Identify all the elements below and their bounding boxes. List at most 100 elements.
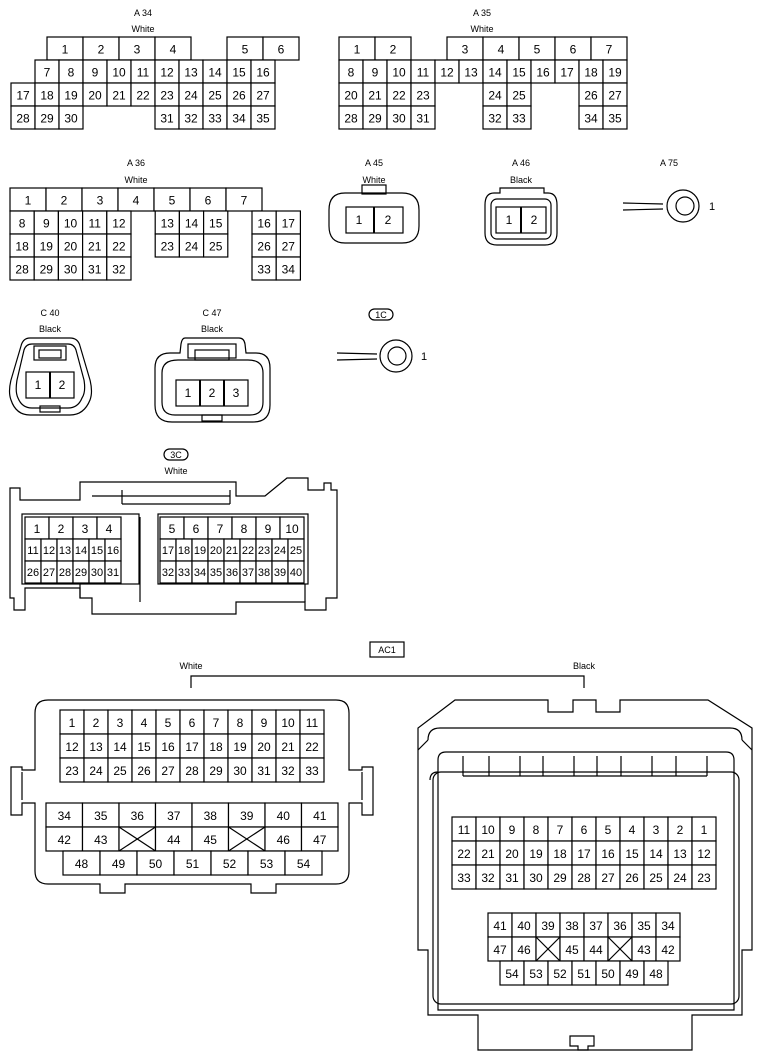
ac1-black-pin: 22 <box>457 847 471 861</box>
a34-pin: 26 <box>232 89 246 103</box>
a35-pin: 11 <box>417 66 430 80</box>
ac1-black-pin: 35 <box>637 919 651 933</box>
a75-code: A 75 <box>660 158 678 168</box>
a36-pin: 15 <box>209 217 223 231</box>
a35-pin: 18 <box>584 66 598 80</box>
ac1-white-cavity <box>275 757 301 783</box>
ac1-white-pin: 21 <box>281 740 295 754</box>
ac1-white-cavity <box>203 757 229 783</box>
a35-pin: 34 <box>584 112 598 126</box>
3c-pin: 11 <box>27 545 38 557</box>
ac1-white-pin: 15 <box>137 740 151 754</box>
3c-pin: 38 <box>258 567 270 579</box>
ac1-white-pin: 1 <box>69 716 76 730</box>
a34-pin: 18 <box>40 89 54 103</box>
ac1-black-pin: 19 <box>529 847 543 861</box>
a36-pin: 30 <box>64 263 78 277</box>
ac1-white-cavity <box>251 757 277 783</box>
c47-code: C 47 <box>202 308 221 318</box>
ac1-white-cavity <box>45 826 84 852</box>
a35-color: White <box>470 24 493 34</box>
ac1-black-pin: 15 <box>625 847 639 861</box>
ac1-black-pin: 1 <box>701 823 708 837</box>
ac1-white-housing <box>10 699 374 894</box>
a36-pin: 33 <box>257 263 271 277</box>
ac1-white-cavity <box>155 757 181 783</box>
ac1-black-cavity <box>691 864 717 890</box>
c40-code: C 40 <box>40 308 59 318</box>
3c-pin: 25 <box>290 545 302 557</box>
a35-pin: 10 <box>392 66 406 80</box>
a36-pin: 16 <box>257 217 271 231</box>
a34-cavity <box>250 105 276 130</box>
a35-pin: 15 <box>512 66 526 80</box>
1c-pin: 1 <box>421 351 427 363</box>
a34-pin: 17 <box>16 89 30 103</box>
3c-cavity <box>104 560 122 584</box>
3c-pin: 17 <box>162 545 174 557</box>
a36-pin: 20 <box>64 240 78 254</box>
ac1-black-pin: 11 <box>458 823 471 837</box>
3c-pin: 12 <box>43 545 55 557</box>
a36-pin: 12 <box>112 217 126 231</box>
a34-pin: 23 <box>160 89 174 103</box>
ac1-black-pin: 32 <box>481 871 495 885</box>
ac1-white-cavity <box>247 850 286 876</box>
a45-housing <box>328 192 420 244</box>
a34-pin: 6 <box>278 43 285 57</box>
ac1-white-cavity <box>131 757 157 783</box>
ac1-black-pin: 17 <box>577 847 591 861</box>
ac1-white-pin: 5 <box>165 716 172 730</box>
ac1-black-cavity <box>475 864 501 890</box>
ac1-white-pin: 2 <box>93 716 100 730</box>
3c-pin: 35 <box>210 567 222 579</box>
ac1-black-cavity <box>523 864 549 890</box>
ac1-white-cavity <box>191 826 230 852</box>
3c-pin: 4 <box>106 522 113 536</box>
ac1-black-pin: 2 <box>677 823 684 837</box>
ac1-white-cavity <box>275 709 301 735</box>
ac1-black-cavity <box>511 912 537 938</box>
ac1-white-pin: 47 <box>313 833 327 847</box>
a34-pin: 35 <box>256 112 270 126</box>
3c-housing <box>9 477 338 615</box>
ac1-white-pin: 20 <box>257 740 271 754</box>
a35-pin: 35 <box>608 112 622 126</box>
ac1-black-pin: 50 <box>601 967 615 981</box>
a34-pin: 20 <box>88 89 102 103</box>
a34-pin: 12 <box>160 66 174 80</box>
3c-color: White <box>164 466 187 476</box>
ac1-black-cavity <box>499 840 525 866</box>
ac1-black-pin: 40 <box>517 919 531 933</box>
ac1-white-pin: 22 <box>305 740 319 754</box>
ac1-black-pin: 14 <box>649 847 663 861</box>
ac1-black-pin: 54 <box>505 967 519 981</box>
ac1-black-pin: 20 <box>505 847 519 861</box>
ac1-black-cavity <box>619 840 645 866</box>
3c-pin: 39 <box>274 567 286 579</box>
a35-code: A 35 <box>473 8 491 18</box>
a34-pin: 19 <box>64 89 78 103</box>
a34-pin: 15 <box>232 66 246 80</box>
ac1-white-pin: 37 <box>167 809 181 823</box>
ac1-white-pin: 48 <box>75 857 89 871</box>
a36-pin: 24 <box>185 240 199 254</box>
a46-color: Black <box>510 175 533 185</box>
c40-color: Black <box>39 324 62 334</box>
ac1-white-cavity <box>136 850 175 876</box>
ac1-white-pin: 32 <box>281 764 295 778</box>
ac1-white-pin: 4 <box>141 716 148 730</box>
a36-pin: 8 <box>19 217 26 231</box>
a34-pin: 7 <box>44 66 51 80</box>
a35-pin: 30 <box>392 112 406 126</box>
3c-pin: 9 <box>265 522 272 536</box>
a35-cavity <box>506 105 532 130</box>
ring-terminal-icon <box>666 189 700 223</box>
a35-pin: 9 <box>372 66 379 80</box>
a35-pin: 20 <box>344 89 358 103</box>
1c-code-badge <box>368 308 394 321</box>
a34-pin: 16 <box>256 66 270 80</box>
ac1-white-pin: 53 <box>260 857 274 871</box>
ac1-white-cavity <box>59 733 85 759</box>
